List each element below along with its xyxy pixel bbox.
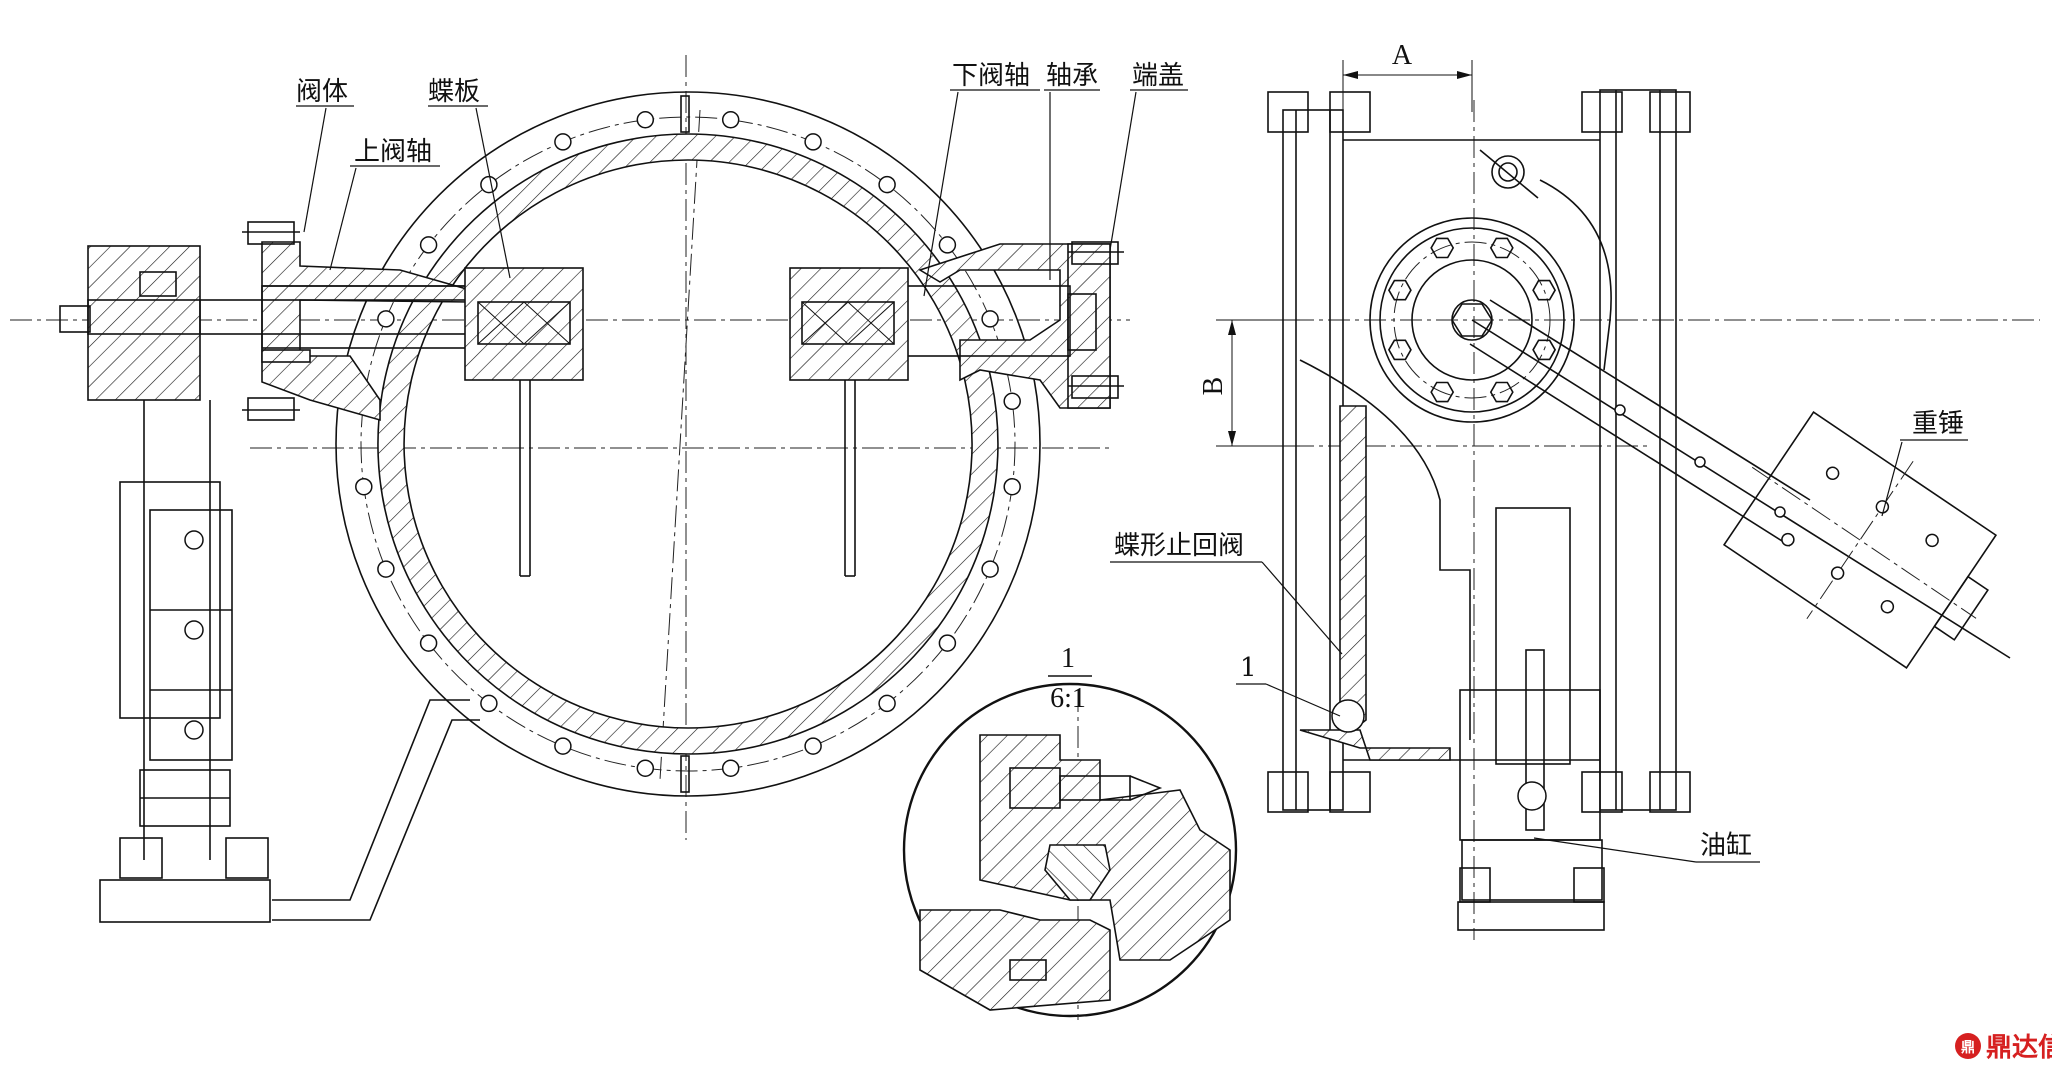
top-slot-mark — [680, 95, 690, 133]
label-part-1: 1 — [1240, 653, 1257, 683]
bottom-slot-mark — [680, 755, 690, 793]
flange-bolt-hole — [981, 560, 999, 578]
detail-number: 1 — [1061, 643, 1075, 674]
flange-bolt-hole — [721, 111, 740, 129]
flange-bolt-hole — [981, 310, 999, 328]
valve-body-wall — [377, 133, 999, 755]
hub-bolt-head — [1489, 237, 1514, 259]
dimension-b-label: B — [1198, 377, 1229, 396]
counterweight-arm — [1469, 149, 2011, 659]
detail-circle — [902, 682, 1238, 1018]
flange-bolt-hole — [554, 737, 572, 755]
dimension-a-label: A — [1392, 40, 1413, 71]
side-view: A B — [1198, 40, 2040, 940]
dimension-a: A — [1342, 40, 1473, 112]
hub-bolt-head — [1430, 381, 1455, 403]
right-flange — [1599, 89, 1677, 811]
flange-outer-circle — [335, 91, 1041, 797]
label-end-cover: 端盖 — [1132, 61, 1184, 91]
svg-text:鼎: 鼎 — [1961, 1039, 1975, 1056]
flange-bolt-hole — [554, 133, 572, 151]
flange-bolt-hole — [938, 236, 957, 254]
bolt-circle — [360, 116, 1016, 772]
end-cover — [1067, 243, 1111, 409]
hub-bolt-head — [1430, 237, 1455, 259]
flange-bolt-hole — [804, 133, 822, 151]
brand-logo-icon — [1955, 1033, 1981, 1059]
flange-bolt-hole — [480, 694, 498, 713]
left-actuator — [59, 245, 480, 923]
flange-bolt-hole — [636, 759, 655, 777]
label-lower-shaft: 下阀轴 — [952, 61, 1030, 91]
brand-logo-text: 鼎达信 — [1986, 1033, 2052, 1063]
flange-bolt-hole — [1003, 477, 1021, 496]
inclined-centerline — [659, 109, 701, 781]
hub-bolt-head — [1387, 279, 1412, 301]
flange-bolt-hole — [377, 310, 395, 328]
dimension-b: B — [1198, 319, 1300, 447]
label-bearing: 轴承 — [1046, 61, 1098, 91]
flange-bolt-hole — [419, 634, 438, 652]
flange-bolt-holes — [355, 111, 1021, 777]
flange-bolt-hole — [804, 737, 822, 755]
flange-bolt-hole — [419, 236, 438, 254]
flange-bolt-hole — [480, 175, 498, 194]
label-check-valve: 蝶形止回阀 — [1114, 531, 1244, 561]
hub-bolt-head — [1532, 339, 1557, 361]
front-section-view — [10, 55, 1130, 923]
right-shaft-boss — [918, 243, 1111, 409]
oil-cylinder — [1457, 507, 1605, 931]
side-disc-plate — [1339, 405, 1367, 742]
counterweight-block — [1722, 411, 1998, 669]
detail-view: 1 6:1 — [902, 643, 1238, 1020]
left-flange — [1282, 109, 1344, 811]
hub-bolt-head — [1489, 381, 1514, 403]
flange-bolt-hole — [377, 560, 395, 578]
label-butterfly-plate: 蝶板 — [428, 77, 480, 107]
flange-bolt-hole — [636, 111, 655, 129]
flange-bolt-hole — [1003, 392, 1021, 411]
flange-bolt-hole — [355, 477, 373, 496]
flange-bolt-hole — [878, 694, 896, 713]
detail-scale: 6:1 — [1050, 683, 1086, 714]
callouts: 阀体 蝶板 上阀轴 下阀轴 轴承 端盖 重锤 蝶形止回阀 1 油缸 — [296, 61, 1968, 863]
label-upper-shaft: 上阀轴 — [354, 137, 432, 167]
flange-bolt-hole — [938, 634, 957, 652]
flange-bolt-hole — [721, 759, 740, 777]
right-disc-hub — [789, 267, 909, 577]
hub-bolt-head — [1532, 279, 1557, 301]
left-disc-hub — [464, 267, 584, 577]
side-flange-bolts — [1267, 91, 1691, 813]
label-valve-body: 阀体 — [296, 77, 348, 107]
flange-bolt-hole — [878, 175, 896, 194]
flange-bolts — [242, 221, 1124, 421]
hub-bolt-head — [1387, 339, 1412, 361]
brand-logo: 鼎 鼎达信 — [1955, 1033, 2052, 1063]
hub-disc — [1369, 217, 1575, 423]
label-oil-cylinder: 油缸 — [1700, 831, 1752, 861]
label-counterweight: 重锤 — [1912, 409, 1964, 439]
